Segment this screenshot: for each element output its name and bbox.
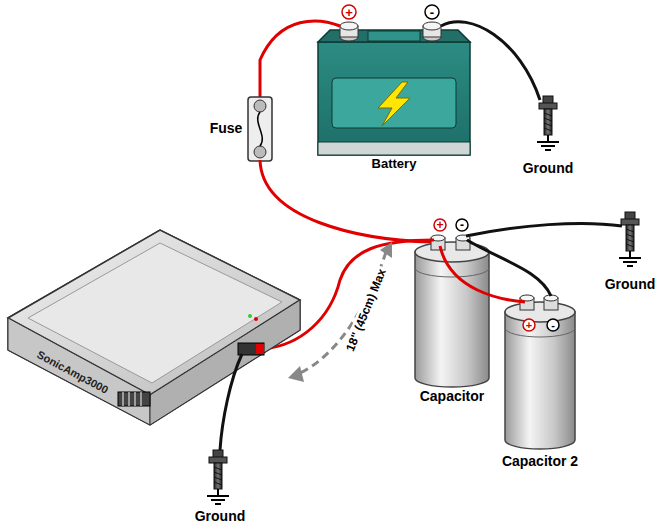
terminal-sign: - — [430, 6, 434, 19]
terminal-sign: + — [345, 6, 353, 19]
capacitor — [415, 219, 489, 387]
terminal-sign: - — [460, 219, 464, 231]
part-name: Battery — [372, 157, 417, 170]
fuse — [248, 97, 272, 161]
terminal-sign: + — [436, 219, 443, 231]
part-name: Ground — [523, 161, 574, 175]
part-name: Fuse — [210, 121, 243, 135]
dimension-label: 18" (45cm) Max — [342, 265, 389, 355]
battery — [318, 5, 470, 155]
terminal-sign: + — [526, 320, 532, 331]
terminal-sign: - — [551, 320, 555, 331]
part-name: Ground — [195, 509, 246, 523]
capacitor-2 — [505, 295, 575, 449]
amplifier — [8, 230, 300, 425]
part-name: Capacitor 2 — [502, 454, 578, 468]
part-name: Capacitor — [420, 389, 485, 403]
part-name: Ground — [605, 277, 656, 291]
